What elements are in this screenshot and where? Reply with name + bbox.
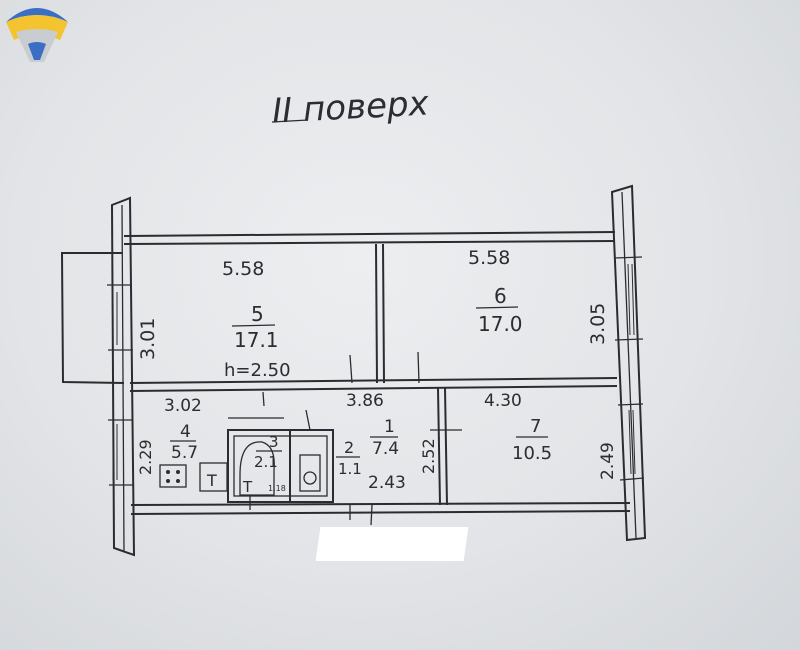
title-underline [271,119,309,123]
room-2-area: 1.1 [338,460,362,478]
exterior-walls [123,231,631,515]
redaction-block [315,527,469,561]
room-1-number: 1 [384,417,395,437]
floor-title: II поверх [271,83,430,131]
logo-icon [6,8,68,62]
room-1-area: 7.4 [372,439,399,459]
dim-room1-width: 3.86 [346,391,384,411]
dim-room7-depth: 2.49 [598,442,618,480]
dim-room5-depth: 3.01 [137,318,159,360]
small-label: 1.18 [268,484,286,493]
bath-symbol: T [242,478,253,496]
dim-room1-depth: 2.52 [419,438,438,474]
room-6-number: 6 [494,284,507,308]
room-4-area: 5.7 [171,443,198,463]
right-pillar [610,184,647,542]
room-5-number: 5 [251,302,264,326]
kitchen-symbol: T [206,471,217,490]
left-pillar [107,196,136,557]
dim-room7-width: 4.30 [484,391,522,411]
dim-room6-width: 5.58 [468,247,510,269]
room-6-area: 17.0 [478,312,523,336]
room-7-area: 10.5 [512,443,552,464]
kitchen-fixtures [159,462,228,492]
balcony [60,252,125,384]
room-3-area: 2.1 [254,453,278,471]
room-3-number: 3 [269,433,279,451]
dim-hall-length: 2.43 [368,473,406,493]
interior-walls [129,243,618,526]
ceiling-height: h=2.50 [224,360,291,381]
room-2-number: 2 [344,438,354,457]
dim-room4-depth: 2.29 [136,439,155,475]
bathroom-block [227,409,334,510]
dim-room5-width: 5.58 [222,258,264,280]
dim-room6-depth: 3.05 [587,303,609,345]
dim-room4-width: 3.02 [164,396,202,416]
room-7-number: 7 [530,416,541,437]
room-4-number: 4 [180,422,191,442]
room-5-area: 17.1 [234,328,279,352]
